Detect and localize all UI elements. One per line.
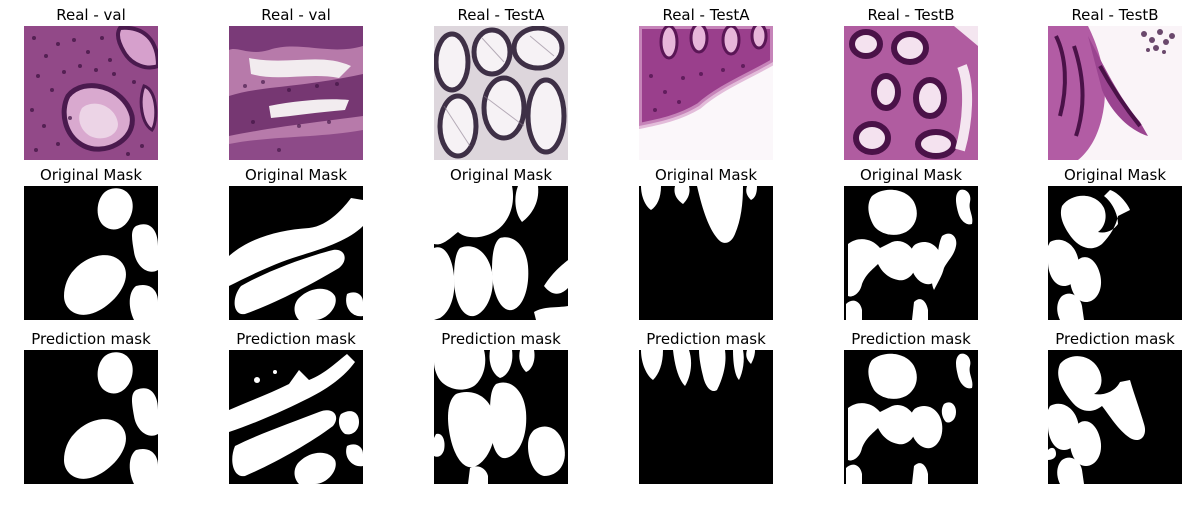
panel-title: Real - TestA [457,6,545,24]
binary-mask [229,186,363,320]
panel-title: Original Mask [449,166,553,184]
panel-title: Prediction mask [31,330,151,348]
binary-mask [1048,350,1182,484]
panel-title: Real - TestB [1071,6,1159,24]
histology-image [844,26,978,160]
histology-image [24,26,158,160]
panel-title: Original Mask [1063,166,1167,184]
histology-image [1048,26,1182,160]
panel-title: Original Mask [244,166,348,184]
panel-title: Prediction mask [236,330,356,348]
histology-image [639,26,773,160]
binary-mask [1048,186,1182,320]
binary-mask [639,186,773,320]
panel-title: Real - val [261,6,331,24]
panel-title: Original Mask [859,166,963,184]
panel-title: Original Mask [654,166,758,184]
binary-mask [844,350,978,484]
panel-title: Real - TestA [662,6,750,24]
panel-title: Prediction mask [1055,330,1175,348]
histology-image [229,26,363,160]
binary-mask [639,350,773,484]
panel-title: Real - val [56,6,126,24]
panel-title: Real - TestB [867,6,955,24]
binary-mask [434,186,568,320]
binary-mask [24,350,158,484]
panel-title: Prediction mask [646,330,766,348]
binary-mask [844,186,978,320]
histology-image [434,26,568,160]
binary-mask [24,186,158,320]
panel-title: Prediction mask [851,330,971,348]
panel-title: Original Mask [39,166,143,184]
panel-title: Prediction mask [441,330,561,348]
binary-mask [434,350,568,484]
binary-mask [229,350,363,484]
